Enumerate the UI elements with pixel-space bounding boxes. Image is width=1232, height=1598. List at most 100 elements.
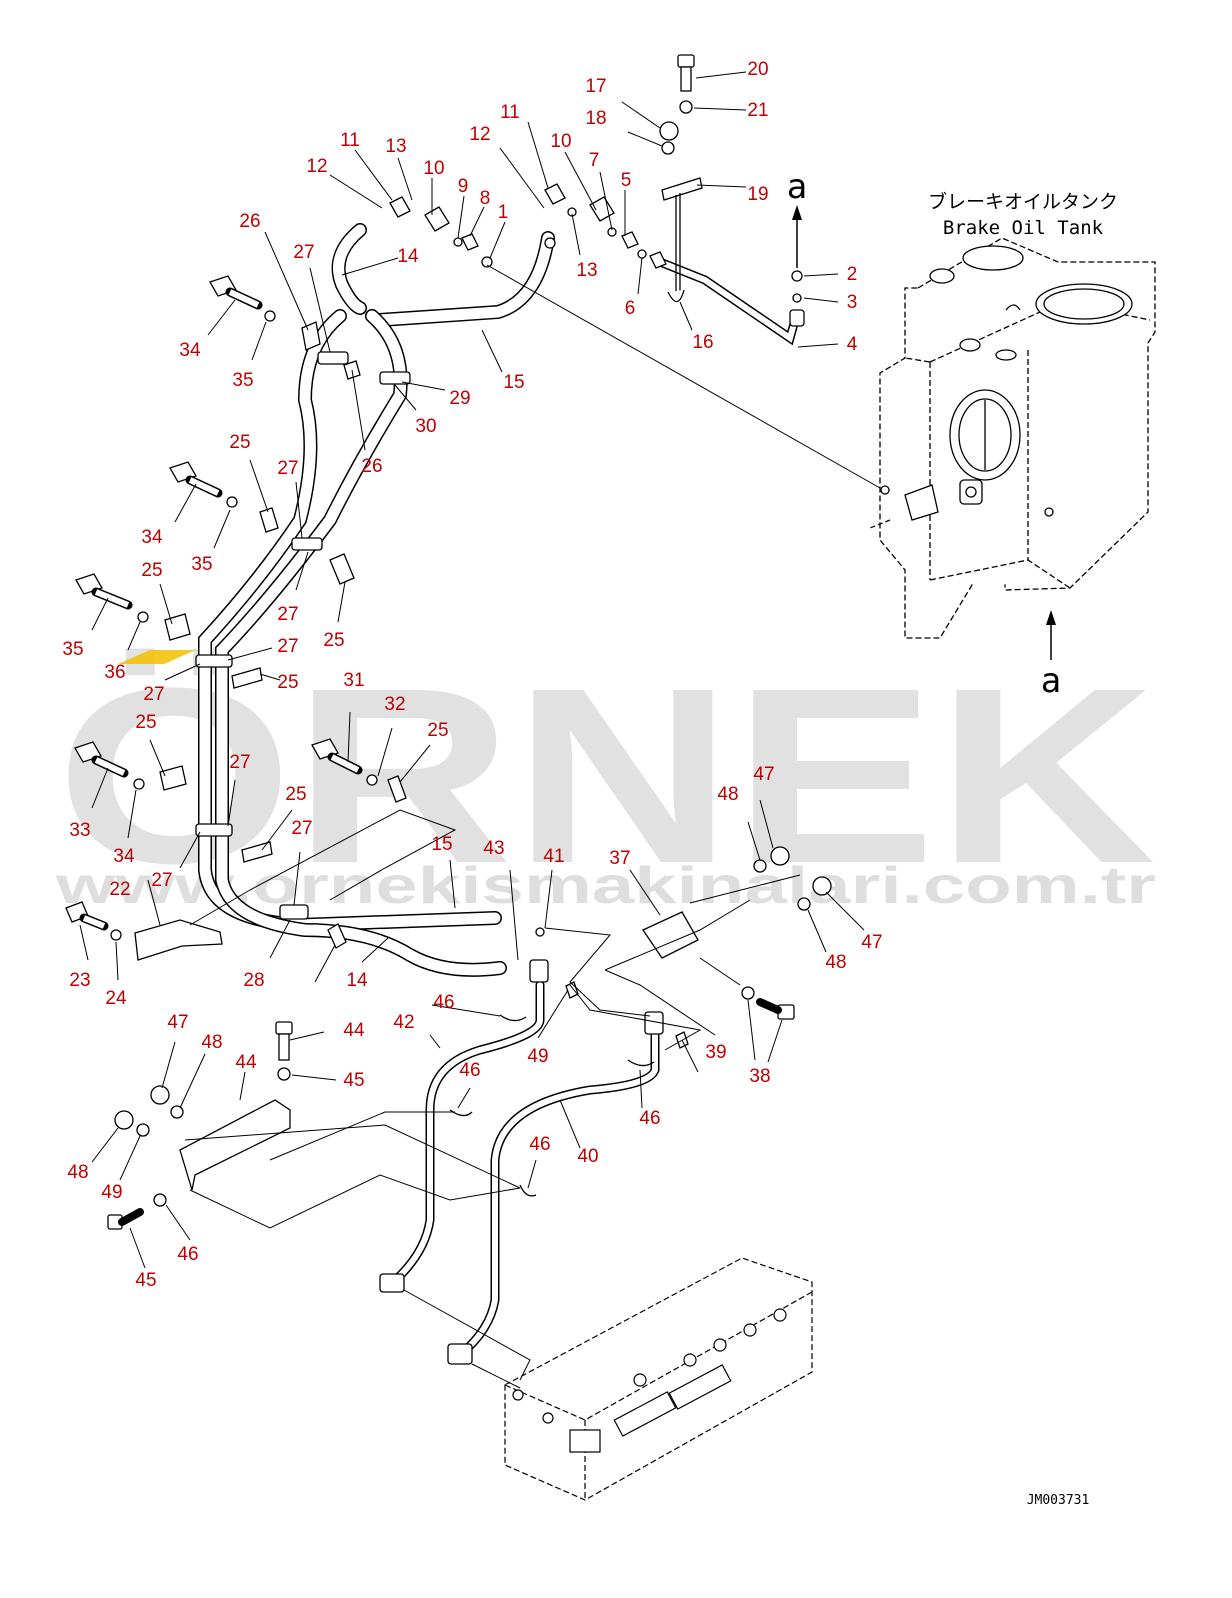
callout-46: 46 — [433, 992, 454, 1013]
callout-25: 25 — [135, 712, 156, 733]
callout-3: 3 — [847, 292, 858, 313]
callout-25: 25 — [277, 672, 298, 693]
callout-21: 21 — [747, 100, 768, 121]
callout-13: 13 — [576, 260, 597, 281]
callout-25: 25 — [427, 720, 448, 741]
callout-12: 12 — [306, 156, 327, 177]
callout-19: 19 — [747, 184, 768, 205]
callout-41: 42 — [393, 1012, 414, 1033]
callout-42: 43 — [483, 838, 504, 859]
callout-39: 40 — [577, 1146, 598, 1167]
callout-27: 27 — [293, 242, 314, 263]
callout-23: 23 — [69, 970, 90, 991]
tank-label: ブレーキオイルタンク Brake Oil Tank — [928, 190, 1118, 239]
callout-5: 5 — [621, 170, 632, 191]
callout-7: 7 — [589, 150, 600, 171]
callout-35: 36 — [104, 662, 125, 683]
callout-15: 15 — [431, 834, 452, 855]
callout-25: 25 — [285, 784, 306, 805]
callout-27: 27 — [229, 752, 250, 773]
callout-35: 35 — [232, 370, 253, 391]
callout-45: 45 — [343, 1070, 364, 1091]
callout-48: 48 — [717, 784, 738, 805]
callout-14: 14 — [346, 970, 368, 991]
tank-label-en: Brake Oil Tank — [943, 217, 1104, 239]
callout-48: 48 — [825, 952, 846, 973]
callout-47: 48 — [67, 1162, 88, 1183]
callout-46: 46 — [639, 1108, 660, 1129]
reference-arrow-top: a — [787, 167, 807, 268]
fittings — [379, 183, 805, 1365]
callout-22: 22 — [109, 879, 130, 900]
callout-34: 35 — [62, 639, 83, 660]
callout-48: 49 — [101, 1182, 122, 1203]
callout-numbers: 1 2 3 4 5 6 7 8 9 10 10 11 11 12 12 13 1… — [62, 59, 882, 1291]
callout-27: 27 — [277, 604, 298, 625]
callout-34: 34 — [179, 340, 201, 361]
brackets — [134, 177, 703, 1191]
brake-oil-tank — [869, 237, 1156, 639]
bolts — [65, 54, 832, 1230]
drawing-code: JM003731 — [1027, 1493, 1090, 1508]
callout-27: 27 — [277, 636, 298, 657]
callout-15: 15 — [503, 372, 524, 393]
callout-46: 46 — [529, 1134, 550, 1155]
callout-12: 12 — [469, 124, 490, 145]
callout-27: 27 — [143, 684, 164, 705]
callout-24: 24 — [105, 988, 127, 1009]
callout-33: 34 — [113, 846, 135, 867]
callout-44: 45 — [135, 1270, 156, 1291]
tank-label-jp: ブレーキオイルタンク — [928, 190, 1118, 213]
callout-47: 47 — [167, 1012, 188, 1033]
callout-29: 30 — [415, 416, 436, 437]
callout-14: 14 — [397, 246, 419, 267]
callout-47: 47 — [753, 764, 774, 785]
callout-9: 9 — [458, 176, 469, 197]
callout-18: 18 — [585, 108, 606, 129]
reference-arrow-bottom: a — [1041, 610, 1061, 701]
callout-10: 10 — [423, 158, 444, 179]
callout-10: 10 — [550, 131, 571, 152]
callout-35: 35 — [191, 554, 212, 575]
brake-valve-assembly — [504, 1257, 813, 1501]
callout-30: 31 — [343, 670, 364, 691]
callout-27: 27 — [151, 870, 172, 891]
callout-49: 49 — [527, 1046, 548, 1067]
callout-27: 28 — [243, 970, 264, 991]
callout-40: 41 — [543, 846, 564, 867]
callout-34: 34 — [141, 527, 163, 548]
watermark-accent — [118, 650, 196, 664]
callout-25: 25 — [141, 560, 162, 581]
callout-11: 11 — [500, 102, 520, 123]
callout-25: 25 — [323, 630, 344, 651]
watermark: ÖRNEK www.ornekismakinalari.com.tr — [55, 636, 1156, 915]
callout-26: 26 — [361, 456, 382, 477]
callout-13: 13 — [385, 136, 406, 157]
ref-marker-bottom: a — [1041, 661, 1061, 701]
callout-37: 38 — [749, 1066, 770, 1087]
callout-8: 8 — [480, 188, 491, 209]
callout-16: 16 — [692, 332, 713, 353]
callout-44: 44 — [343, 1020, 365, 1041]
ref-marker-top: a — [787, 167, 807, 207]
callout-27: 27 — [291, 818, 312, 839]
callout-27: 27 — [277, 458, 298, 479]
callout-25: 25 — [229, 432, 250, 453]
hose-lines — [198, 223, 800, 1360]
callout-32: 33 — [69, 820, 90, 841]
callout-46: 46 — [459, 1060, 480, 1081]
leader-lines — [79, 71, 881, 1389]
callout-2: 2 — [847, 264, 858, 285]
callout-26: 26 — [239, 211, 260, 232]
callout-20: 20 — [747, 59, 768, 80]
callout-43: 44 — [235, 1052, 257, 1073]
callout-38: 39 — [705, 1042, 726, 1063]
callout-31: 32 — [384, 694, 405, 715]
hose-clamps — [159, 321, 411, 949]
callout-17: 17 — [585, 76, 606, 97]
callout-11: 11 — [340, 130, 360, 151]
callout-48: 48 — [201, 1032, 222, 1053]
callout-45: 46 — [177, 1244, 198, 1265]
callout-28: 29 — [449, 388, 470, 409]
